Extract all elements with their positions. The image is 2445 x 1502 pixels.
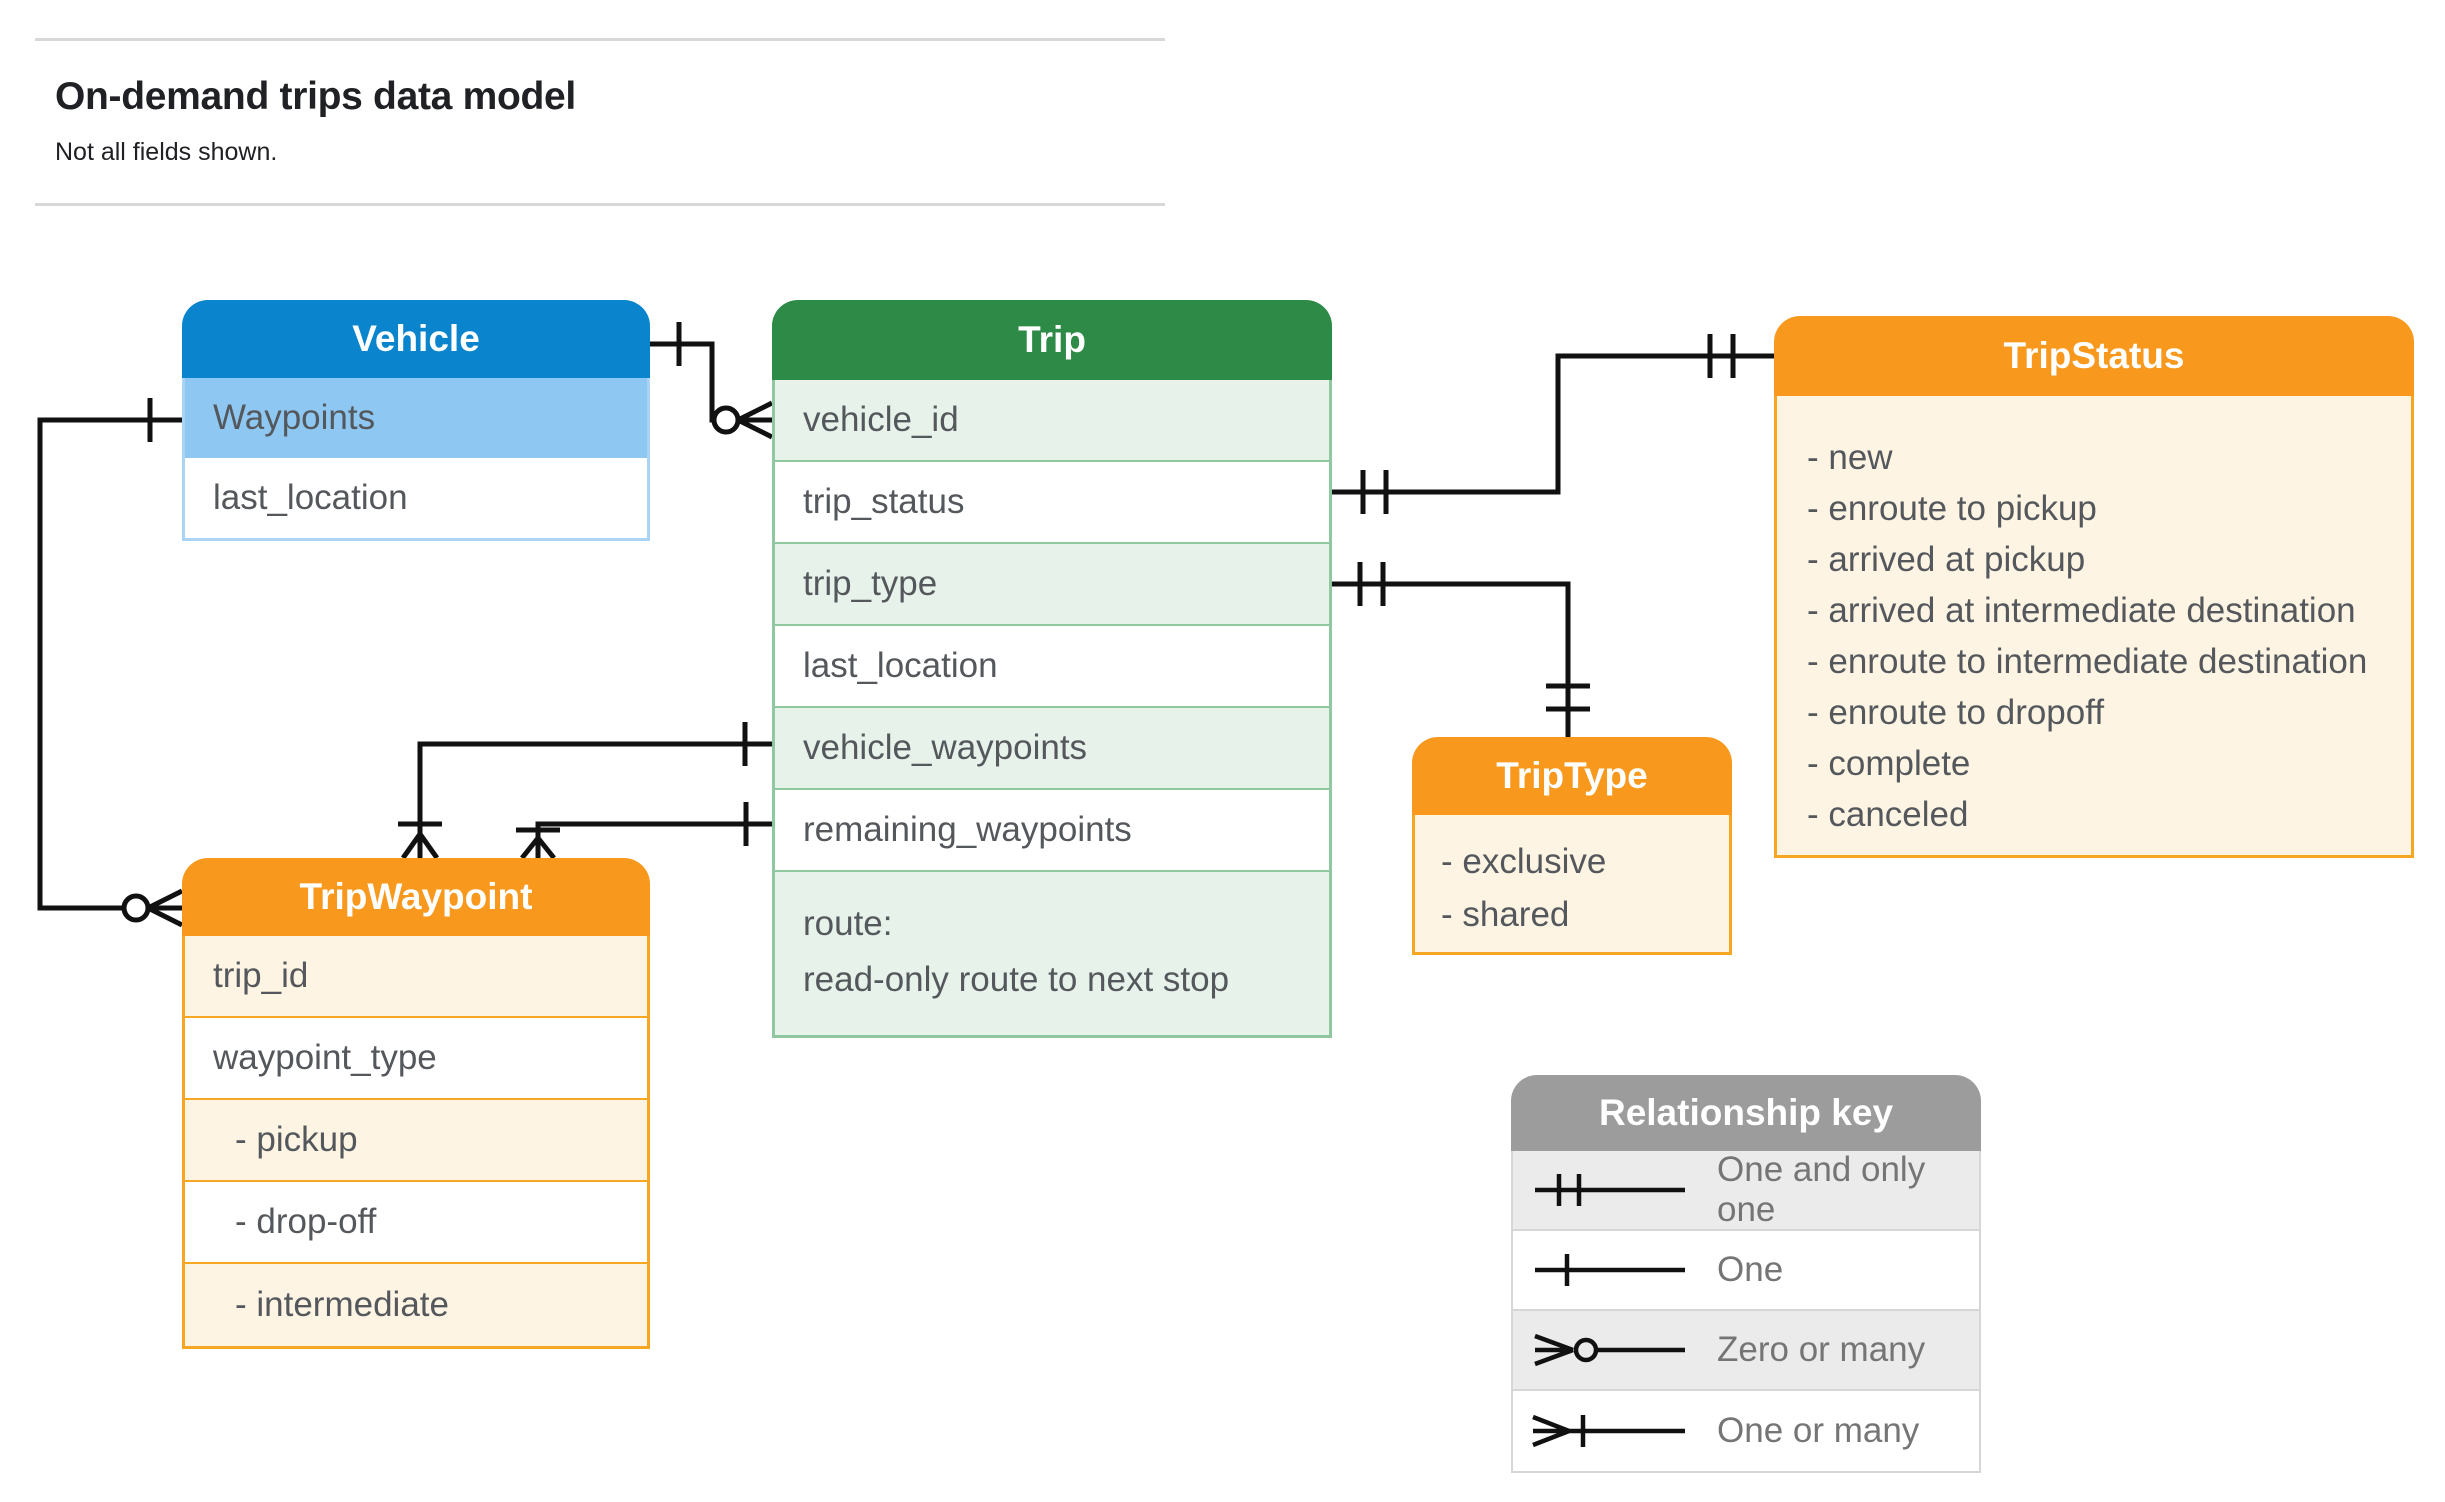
entity-tripwaypoint-body: trip_id waypoint_type - pickup - drop-of… [182,936,650,1349]
field-last-location: last_location [213,478,408,517]
crow-foot [400,832,440,860]
key-label: One and only one [1717,1150,1926,1229]
field-trip-id: trip_id [185,936,647,1018]
connector-vehicle-waypoints [398,722,772,860]
double-tick [1357,562,1386,606]
field-waypoint-type: waypoint_type [185,1018,647,1100]
header-divider [35,203,1165,206]
crow-foot [736,400,774,440]
field-trip-type: trip_type [775,544,1329,626]
status-enroute-to-dropoff: - enroute to dropoff [1807,693,2105,732]
top-divider [35,38,1165,41]
key-label: One [1717,1250,1784,1289]
entity-tripwaypoint: TripWaypoint trip_id waypoint_type - pic… [182,858,650,1349]
status-enroute-to-intermediate-destination: - enroute to intermediate destination [1807,642,2368,681]
waypoint-drop-off: - drop-off [185,1182,647,1264]
status-new: - new [1807,438,1893,477]
one-or-many-icon [1532,1414,1685,1448]
key-label: Zero or many [1717,1330,1926,1369]
relationship-key: Relationship key One and only one One [1511,1075,1981,1473]
zero-circle [711,405,741,435]
entity-vehicle-body: Waypoints last_location [182,378,650,541]
connector-tripstatus [1332,334,1774,514]
entity-triptype-body: - exclusive - shared [1412,815,1732,955]
page-title: On-demand trips data model [55,75,576,118]
type-exclusive: - exclusive [1441,842,1607,881]
connector-waypoints-to-tripwaypoint [37,398,184,928]
key-row-one-and-only-one: One and only one [1513,1150,1979,1231]
key-label: One or many [1717,1411,1920,1450]
connector-line [1332,581,1571,737]
field-last-location: last_location [775,626,1329,708]
connector-line [1332,353,1774,495]
entity-vehicle-title: Vehicle [182,300,650,378]
field-route-desc: read-only route to next stop [803,960,1230,999]
one-icon [1535,1254,1685,1286]
zero-or-many-icon [1534,1333,1685,1367]
crow-foot [146,888,184,928]
field-waypoints: Waypoints [185,378,647,458]
connector-line [417,741,772,834]
field-route: route: read-only route to next stop [775,872,1329,1035]
crow-foot [520,836,556,860]
key-row-one-or-many: One or many [1513,1391,1979,1471]
key-row-zero-or-many: Zero or many [1513,1311,1979,1391]
connector-line [535,821,772,838]
status-arrived-at-intermediate-destination: - arrived at intermediate destination [1807,591,2356,630]
field-route-label: route: [803,904,893,943]
connector-line [650,341,716,423]
page-subtitle: Not all fields shown. [55,138,278,166]
entity-trip-body: vehicle_id trip_status trip_type last_lo… [772,380,1332,1038]
status-complete: - complete [1807,744,1971,783]
field-vehicle-id: vehicle_id [775,380,1329,462]
field-vehicle-waypoints: vehicle_waypoints [775,708,1329,790]
waypoint-intermediate: - intermediate [185,1264,647,1346]
key-row-one: One [1513,1231,1979,1311]
zero-circle [121,893,151,923]
entity-tripstatus: TripStatus - new - enroute to pickup - a… [1774,316,2414,858]
waypoint-pickup: - pickup [185,1100,647,1182]
connector-line [37,417,182,911]
one-and-only-one-icon [1535,1174,1685,1206]
status-canceled: - canceled [1807,795,1969,834]
entity-tripwaypoint-title: TripWaypoint [182,858,650,936]
entity-triptype-title: TripType [1412,737,1732,815]
relationship-key-title: Relationship key [1511,1075,1981,1151]
double-tick [1546,683,1590,712]
field-remaining-waypoints: remaining_waypoints [775,790,1329,872]
status-enroute-to-pickup: - enroute to pickup [1807,489,2097,528]
status-arrived-at-pickup: - arrived at pickup [1807,540,2086,579]
entity-triptype: TripType - exclusive - shared [1412,737,1732,955]
entity-trip-title: Trip [772,300,1332,380]
entity-vehicle: Vehicle Waypoints last_location [182,300,650,541]
relationship-key-body: One and only one One Zero or many [1511,1150,1981,1473]
connector-remaining-waypoints [516,802,772,860]
connector-triptype [1332,562,1590,737]
double-tick [1707,334,1736,378]
entity-trip: Trip vehicle_id trip_status trip_type la… [772,300,1332,1038]
connector-vehicle-to-trip [650,322,774,440]
double-tick [1360,470,1389,514]
type-shared: - shared [1441,895,1570,934]
entity-tripstatus-body: - new - enroute to pickup - arrived at p… [1774,396,2414,858]
field-trip-status: trip_status [775,462,1329,544]
entity-tripstatus-title: TripStatus [1774,316,2414,396]
